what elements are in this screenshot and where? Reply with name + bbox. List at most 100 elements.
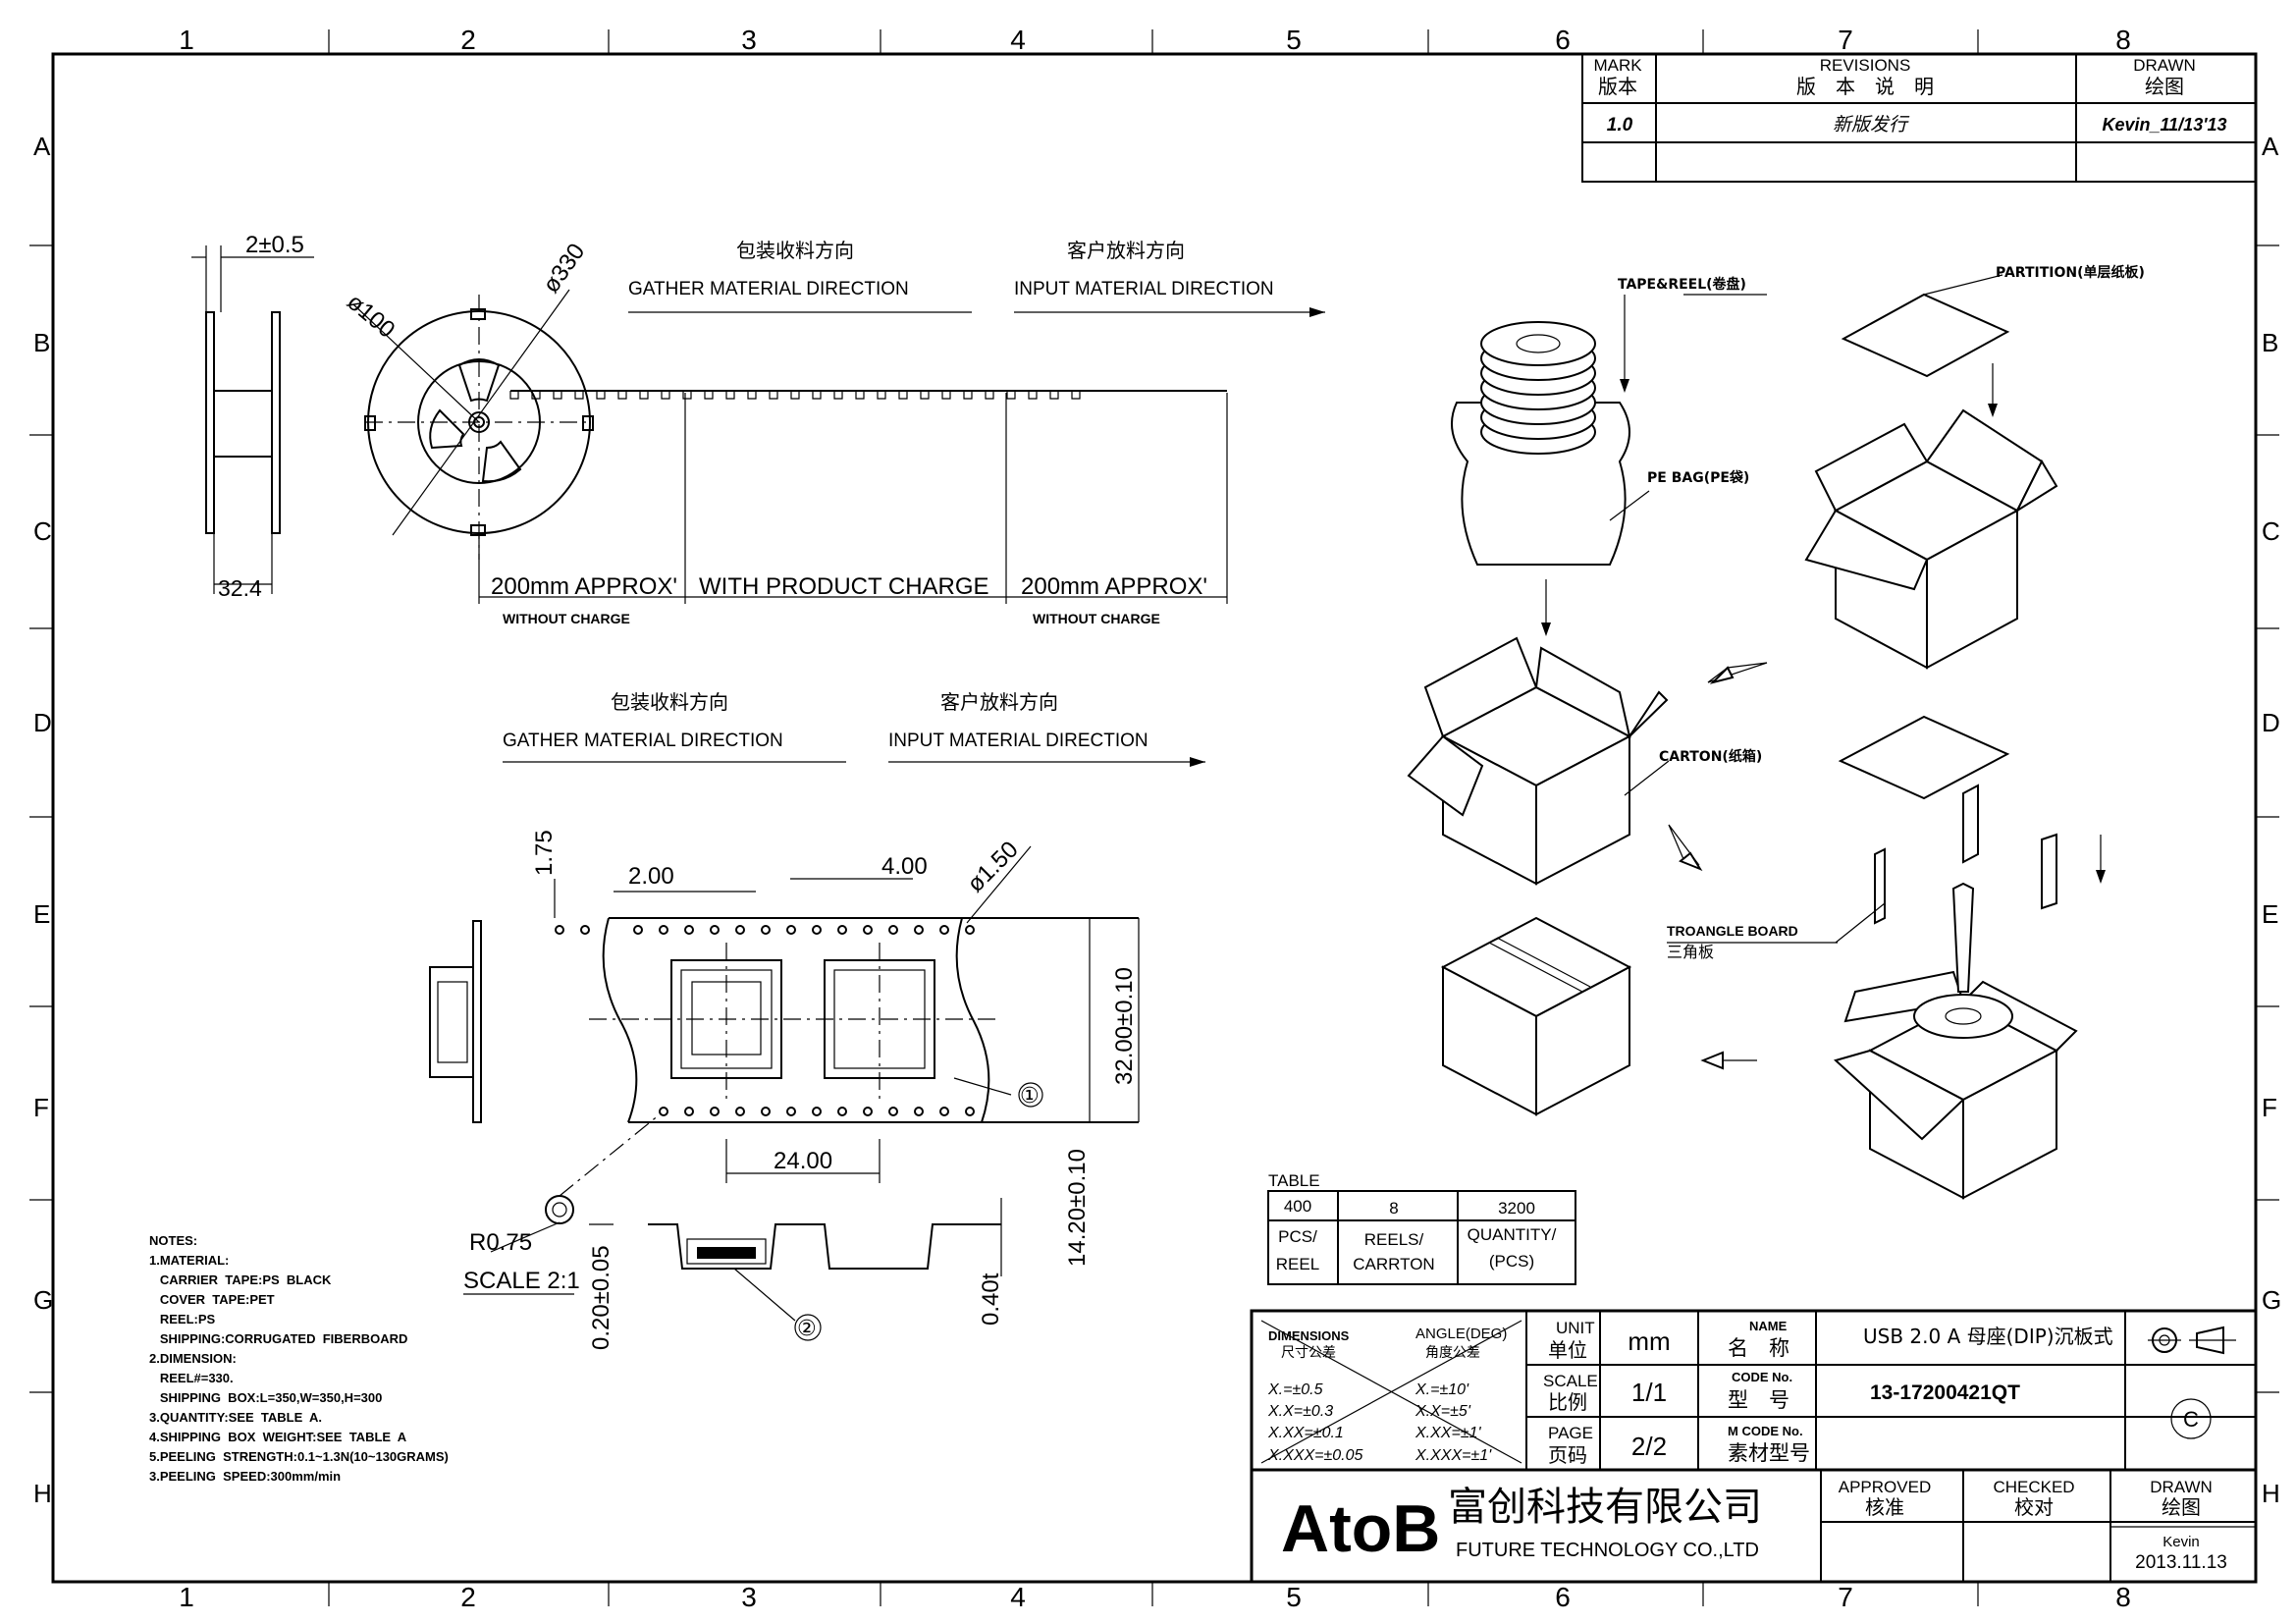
qty-label-carton: CARRTON bbox=[1353, 1255, 1434, 1273]
open-box-1 bbox=[1804, 408, 2058, 670]
label-triangle-board-cn: 三角板 bbox=[1667, 943, 1714, 961]
tb-drawn-date: 2013.11.13 bbox=[2135, 1552, 2227, 1573]
col-label-5-bottom: 5 bbox=[1286, 1582, 1302, 1612]
tb-atol-1: X.=±10' bbox=[1415, 1381, 1469, 1398]
notes-line-11: 5.PEELING STRENGTH:0.1~1.3N(10~130GRAMS) bbox=[149, 1449, 449, 1464]
copyright-icon bbox=[2170, 1398, 2212, 1439]
notes-line-4: REEL:PS bbox=[149, 1312, 216, 1326]
rev-revisions-label-cn: 版 本 说 明 bbox=[1796, 75, 1934, 98]
tb-atol-2: X.X=±5' bbox=[1415, 1403, 1471, 1420]
notes-line-7: REEL#=330. bbox=[149, 1371, 234, 1385]
qty-label-reels: REELS/ bbox=[1364, 1230, 1424, 1249]
rev-row-mark: 1.0 bbox=[1607, 115, 1633, 135]
tb-atol-4: X.XXX=±1' bbox=[1415, 1447, 1492, 1464]
rev-revisions-label: REVISIONS bbox=[1820, 56, 1911, 75]
tb-scale-cn: 比例 bbox=[1548, 1390, 1587, 1414]
tb-mcode-cn: 素材型号 bbox=[1728, 1441, 1810, 1465]
reel-side-view: 2±0.5 32.4 bbox=[191, 232, 314, 601]
row-label-b: B bbox=[33, 328, 50, 357]
closed-box bbox=[1440, 916, 1632, 1116]
tb-code-cn: 型 号 bbox=[1728, 1388, 1789, 1412]
rev-drawn-label: DRAWN bbox=[2133, 56, 2196, 75]
tb-dimensions-cn: 尺寸公差 bbox=[1281, 1345, 1336, 1361]
label-tape-reel: TAPE&REEL(卷盘) bbox=[1618, 276, 1746, 293]
carrier-tape-view: 1.75 2.00 4.00 ø1.50 32.00±0.10 24.00 14… bbox=[429, 830, 1140, 1267]
row-label-h: H bbox=[33, 1479, 52, 1508]
col-label-3: 3 bbox=[741, 25, 757, 55]
reel-hub-diameter: ø100 bbox=[342, 289, 400, 344]
notes-line-10: 4.SHIPPING BOX WEIGHT:SEE TABLE A bbox=[149, 1430, 407, 1444]
notes: NOTES: 1.MATERIAL: CARRIER TAPE:PS BLACK… bbox=[149, 1233, 449, 1484]
input-direction-cn: 客户放料方向 bbox=[1067, 239, 1185, 262]
input-direction-en-2: INPUT MATERIAL DIRECTION bbox=[888, 731, 1148, 751]
column-ticks bbox=[29, 29, 2279, 1606]
gather-direction-cn-2: 包装收料方向 bbox=[611, 690, 728, 714]
dim-pitch-24: 24.00 bbox=[774, 1148, 832, 1174]
rev-mark-label-cn: 版本 bbox=[1598, 75, 1637, 98]
input-direction-en: INPUT MATERIAL DIRECTION bbox=[1014, 279, 1274, 299]
row-label-c: C bbox=[33, 516, 52, 546]
open-box-final bbox=[1833, 882, 2078, 1200]
outer-frame bbox=[51, 52, 2258, 1584]
notes-line-6: 2.DIMENSION: bbox=[149, 1351, 237, 1366]
notes-line-2: CARRIER TAPE:PS BLACK bbox=[149, 1272, 332, 1287]
tb-name-value: USB 2.0 A 母座(DIP)沉板式 bbox=[1863, 1325, 2113, 1348]
col-label-4-bottom: 4 bbox=[1010, 1582, 1026, 1612]
col-label-6: 6 bbox=[1555, 25, 1571, 55]
tb-code-value: 13-17200421QT bbox=[1870, 1381, 2020, 1404]
rev-row-drawn: Kevin_11/13'13 bbox=[2102, 115, 2226, 135]
col-label-1: 1 bbox=[179, 25, 194, 55]
company-logo: AtoB bbox=[1281, 1491, 1440, 1566]
qty-label-quantity: QUANTITY/ bbox=[1468, 1225, 1557, 1244]
col-label-5: 5 bbox=[1286, 25, 1302, 55]
row-label-d: D bbox=[33, 708, 52, 737]
col-label-2: 2 bbox=[460, 25, 476, 55]
notes-line-1: 1.MATERIAL: bbox=[149, 1253, 229, 1268]
tb-checked-cn: 校对 bbox=[2014, 1495, 2054, 1519]
tb-drawn-name: Kevin bbox=[2163, 1534, 2200, 1550]
tape-strip-top: 200mm APPROX' WITH PRODUCT CHARGE 200mm … bbox=[478, 390, 1228, 626]
col-label-3-bottom: 3 bbox=[741, 1582, 757, 1612]
row-label-a: A bbox=[33, 132, 51, 161]
reel-stack-icon bbox=[1480, 321, 1596, 455]
tb-checked-en: CHECKED bbox=[1993, 1478, 2074, 1496]
tb-drawn-cn: 绘图 bbox=[2162, 1495, 2201, 1519]
title-block: DIMENSIONS 尺寸公差 ANGLE(DEG) 角度公差 X.=±0.5 … bbox=[1250, 1309, 2258, 1584]
dim-width-32: 32.00±0.10 bbox=[1111, 967, 1138, 1085]
notes-line-8: SHIPPING BOX:L=350,W=350,H=300 bbox=[149, 1390, 382, 1405]
reel-width: 32.4 bbox=[218, 575, 262, 601]
tb-approved-en: APPROVED bbox=[1839, 1478, 1931, 1496]
tb-approved-cn: 核准 bbox=[1865, 1495, 1904, 1519]
cross-section: ② 0.20±0.05 0.40t bbox=[588, 1198, 1004, 1350]
row-label-e: E bbox=[33, 899, 50, 929]
notes-title: NOTES: bbox=[149, 1233, 197, 1248]
tb-unit-value: mm bbox=[1628, 1326, 1670, 1356]
qty-label-pcs: PCS/ bbox=[1278, 1227, 1317, 1246]
col-label-7-bottom: 7 bbox=[1838, 1582, 1853, 1612]
gather-direction-cn: 包装收料方向 bbox=[736, 239, 854, 262]
row-label-h-right: H bbox=[2262, 1479, 2280, 1508]
qty-label-pcs-unit: (PCS) bbox=[1489, 1252, 1534, 1271]
leader-length: 200mm APPROX' bbox=[491, 573, 677, 600]
company-name-en: FUTURE TECHNOLOGY CO.,LTD bbox=[1456, 1540, 1759, 1561]
tb-scale-value: 1/1 bbox=[1631, 1378, 1667, 1407]
dim-radius: R0.75 bbox=[469, 1229, 532, 1256]
input-direction-cn-2: 客户放料方向 bbox=[940, 690, 1058, 714]
tb-dimensions-en: DIMENSIONS bbox=[1268, 1328, 1350, 1343]
dim-pocket-14-20: 14.20±0.10 bbox=[1064, 1149, 1091, 1267]
col-label-7: 7 bbox=[1838, 25, 1853, 55]
qty-pcs-per-reel: 400 bbox=[1284, 1197, 1311, 1216]
projection-symbol-icon bbox=[2148, 1326, 2236, 1355]
notes-line-12: 3.PEELING SPEED:300mm/min bbox=[149, 1469, 341, 1484]
dim-thickness: 0.20±0.05 bbox=[588, 1245, 614, 1350]
trailer-length: 200mm APPROX' bbox=[1021, 573, 1207, 600]
tb-atol-3: X.XX=±1' bbox=[1415, 1425, 1481, 1441]
qty-label-reel: REEL bbox=[1276, 1255, 1319, 1273]
tb-unit-cn: 单位 bbox=[1548, 1338, 1587, 1362]
tb-page-cn: 页码 bbox=[1548, 1443, 1587, 1467]
tb-copyright: C bbox=[2183, 1407, 2199, 1432]
tb-tol-1: X.=±0.5 bbox=[1267, 1381, 1323, 1398]
callout-1: ① bbox=[1020, 1083, 1040, 1108]
row-label-e-right: E bbox=[2262, 899, 2278, 929]
tb-mcode-en: M CODE No. bbox=[1728, 1424, 1803, 1438]
